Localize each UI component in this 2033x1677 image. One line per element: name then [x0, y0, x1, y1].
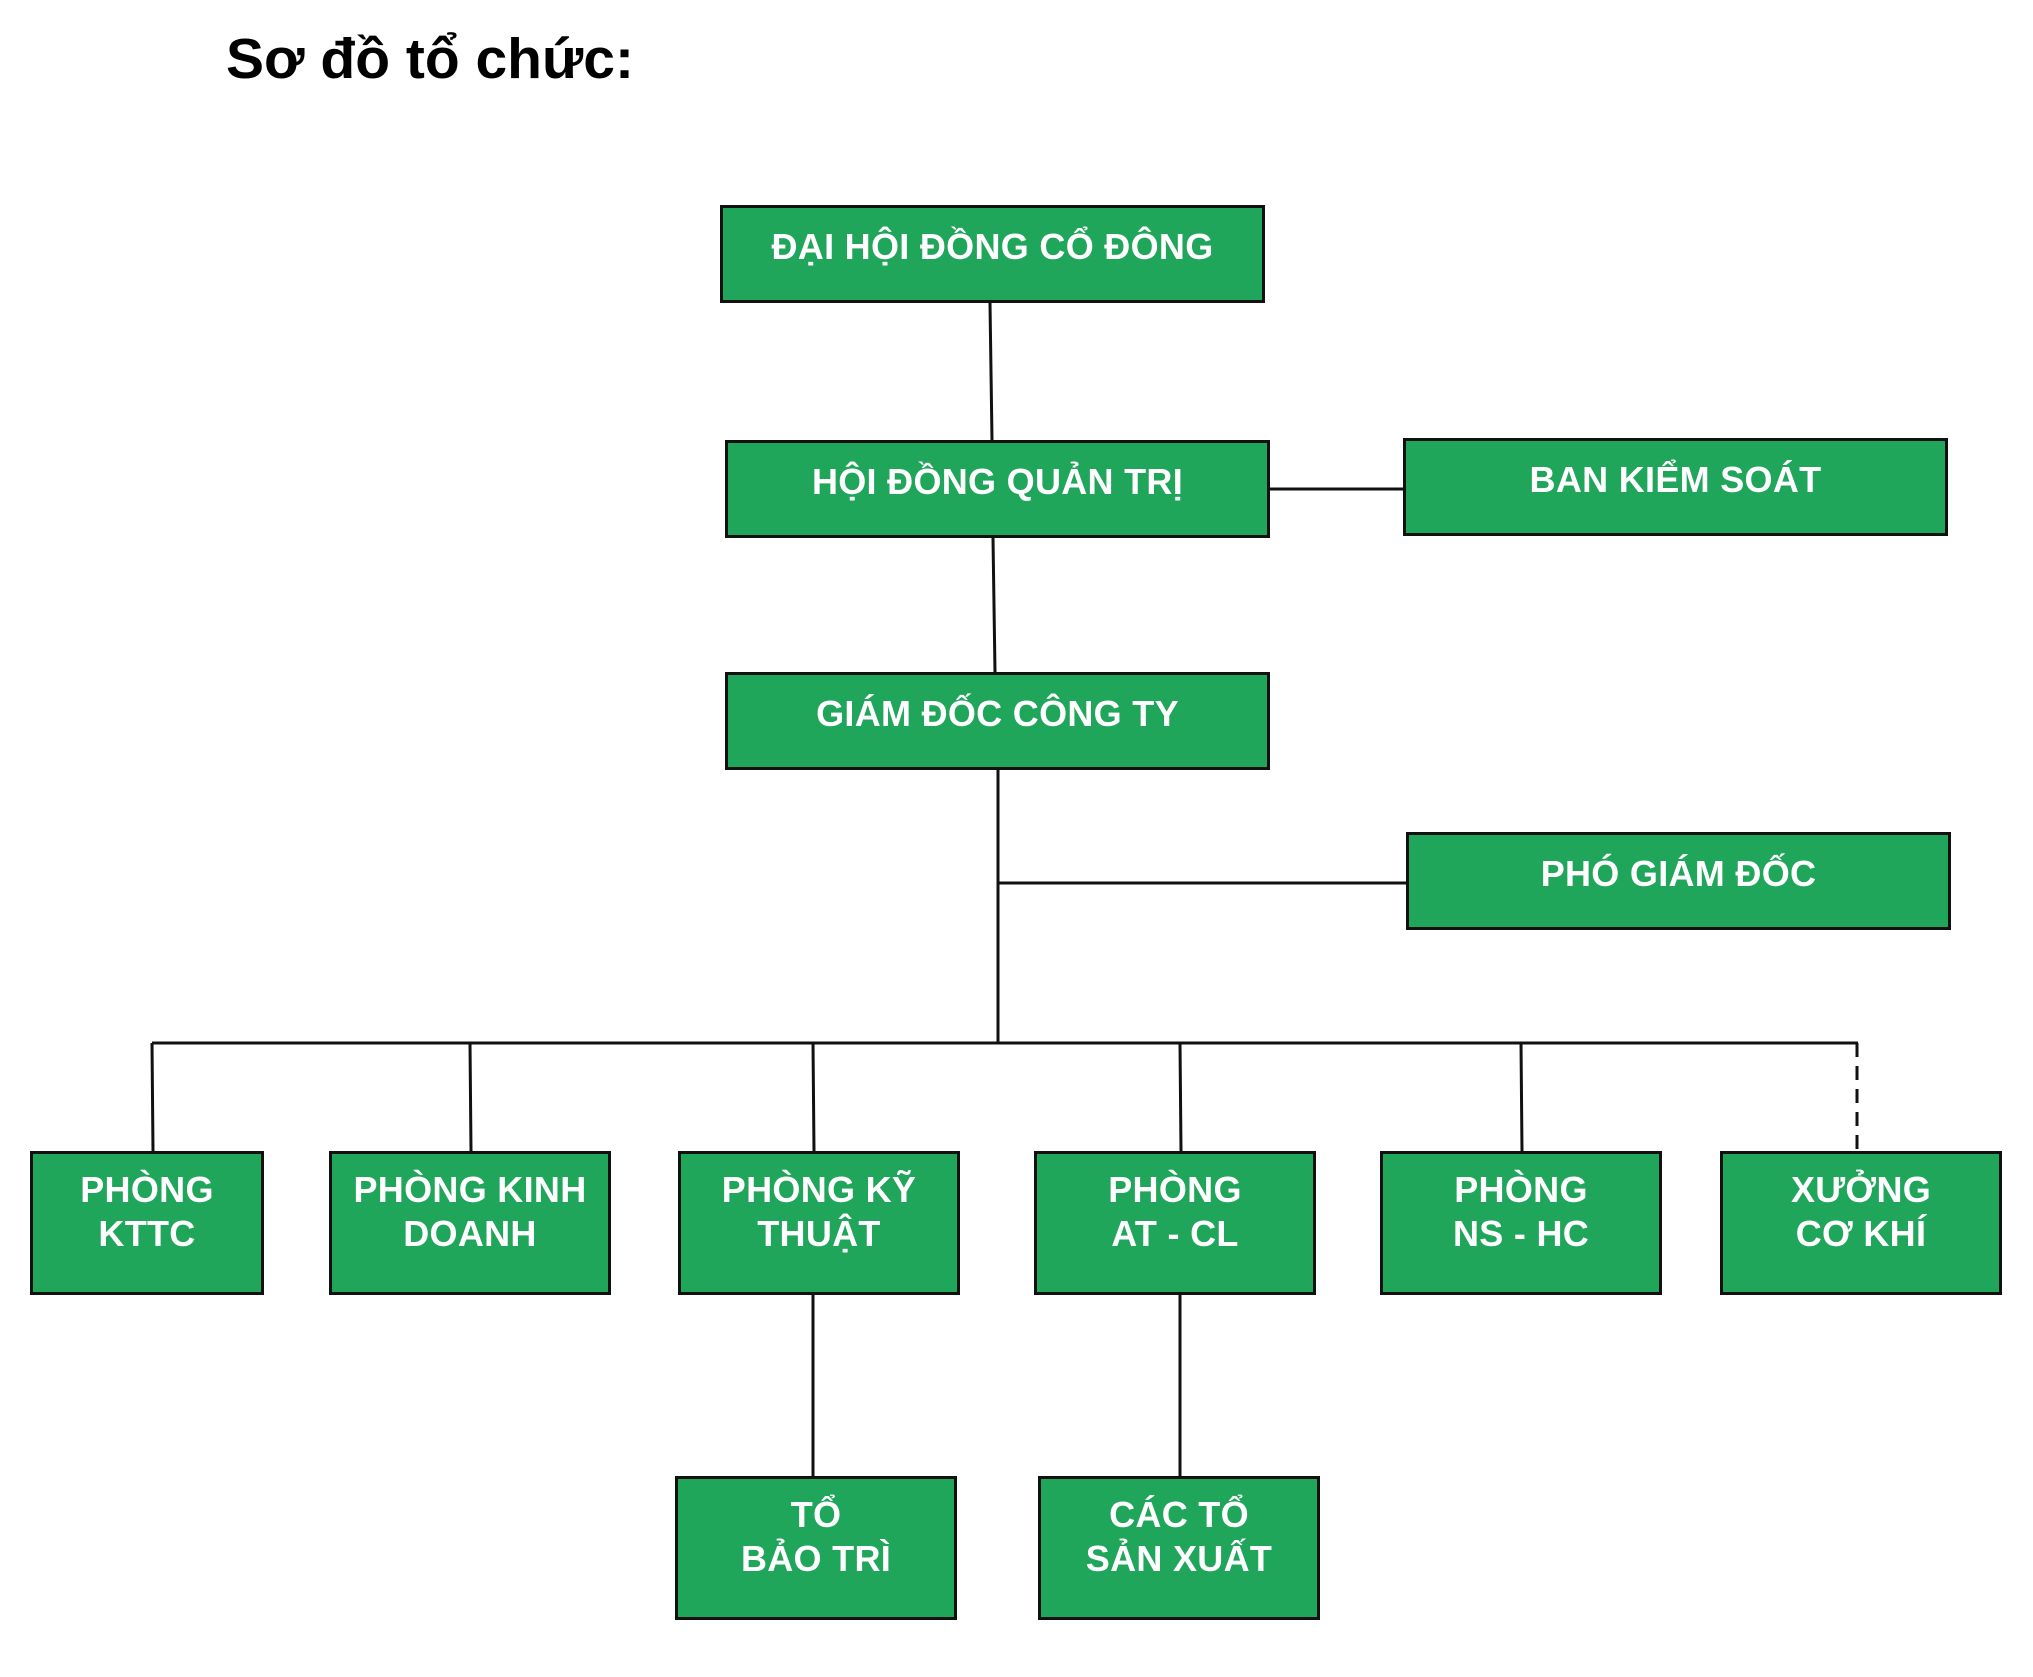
node-label: PHÒNG KINH DOANH — [353, 1169, 587, 1254]
node-to-bao-tri: TỔ BẢO TRÌ — [675, 1476, 957, 1620]
node-label: ĐẠI HỘI ĐỒNG CỔ ĐÔNG — [771, 226, 1214, 267]
node-cac-to-san-xuat: CÁC TỔ SẢN XUẤT — [1038, 1476, 1320, 1620]
edge-dhdcd-hdqt — [988, 302, 994, 441]
node-label: GIÁM ĐỐC CÔNG TY — [816, 693, 1179, 734]
node-ban-kiem-soat: BAN KIỂM SOÁT — [1403, 438, 1948, 536]
node-phong-ky-thuat: PHÒNG KỸ THUẬT — [678, 1151, 960, 1295]
node-phong-ns-hc: PHÒNG NS - HC — [1380, 1151, 1662, 1295]
edge-to-atcl — [1178, 1042, 1183, 1152]
edge-hdqt-gd — [991, 537, 997, 673]
node-label: BAN KIỂM SOÁT — [1529, 459, 1822, 500]
edge-to-kd — [468, 1042, 473, 1152]
node-xuong-co-khi: XƯỞNG CƠ KHÍ — [1720, 1151, 2002, 1295]
node-label: PHÓ GIÁM ĐỐC — [1540, 853, 1817, 894]
node-hoi-dong-quan-tri: HỘI ĐỒNG QUẢN TRỊ — [725, 440, 1270, 538]
edge-to-kt — [811, 1042, 816, 1152]
page-title: Sơ đồ tổ chức: — [226, 27, 634, 91]
node-label: XƯỞNG CƠ KHÍ — [1790, 1169, 1932, 1254]
node-pho-giam-doc: PHÓ GIÁM ĐỐC — [1406, 832, 1951, 930]
node-phong-kttc: PHÒNG KTTC — [30, 1151, 264, 1295]
edge-to-kttc — [150, 1042, 155, 1152]
node-phong-kinh-doanh: PHÒNG KINH DOANH — [329, 1151, 611, 1295]
node-dai-hoi-dong-co-dong: ĐẠI HỘI ĐỒNG CỔ ĐÔNG — [720, 205, 1265, 303]
node-label: CÁC TỔ SẢN XUẤT — [1085, 1494, 1273, 1579]
edge-to-nshc — [1519, 1042, 1524, 1152]
node-label: PHÒNG KỸ THUẬT — [721, 1169, 917, 1254]
node-giam-doc-cong-ty: GIÁM ĐỐC CÔNG TY — [725, 672, 1270, 770]
node-label: PHÒNG NS - HC — [1452, 1169, 1590, 1254]
node-phong-at-cl: PHÒNG AT - CL — [1034, 1151, 1316, 1295]
node-label: PHÒNG AT - CL — [1108, 1169, 1242, 1254]
node-label: PHÒNG KTTC — [80, 1169, 214, 1254]
node-label: HỘI ĐỒNG QUẢN TRỊ — [811, 461, 1184, 502]
node-label: TỔ BẢO TRÌ — [740, 1494, 892, 1579]
